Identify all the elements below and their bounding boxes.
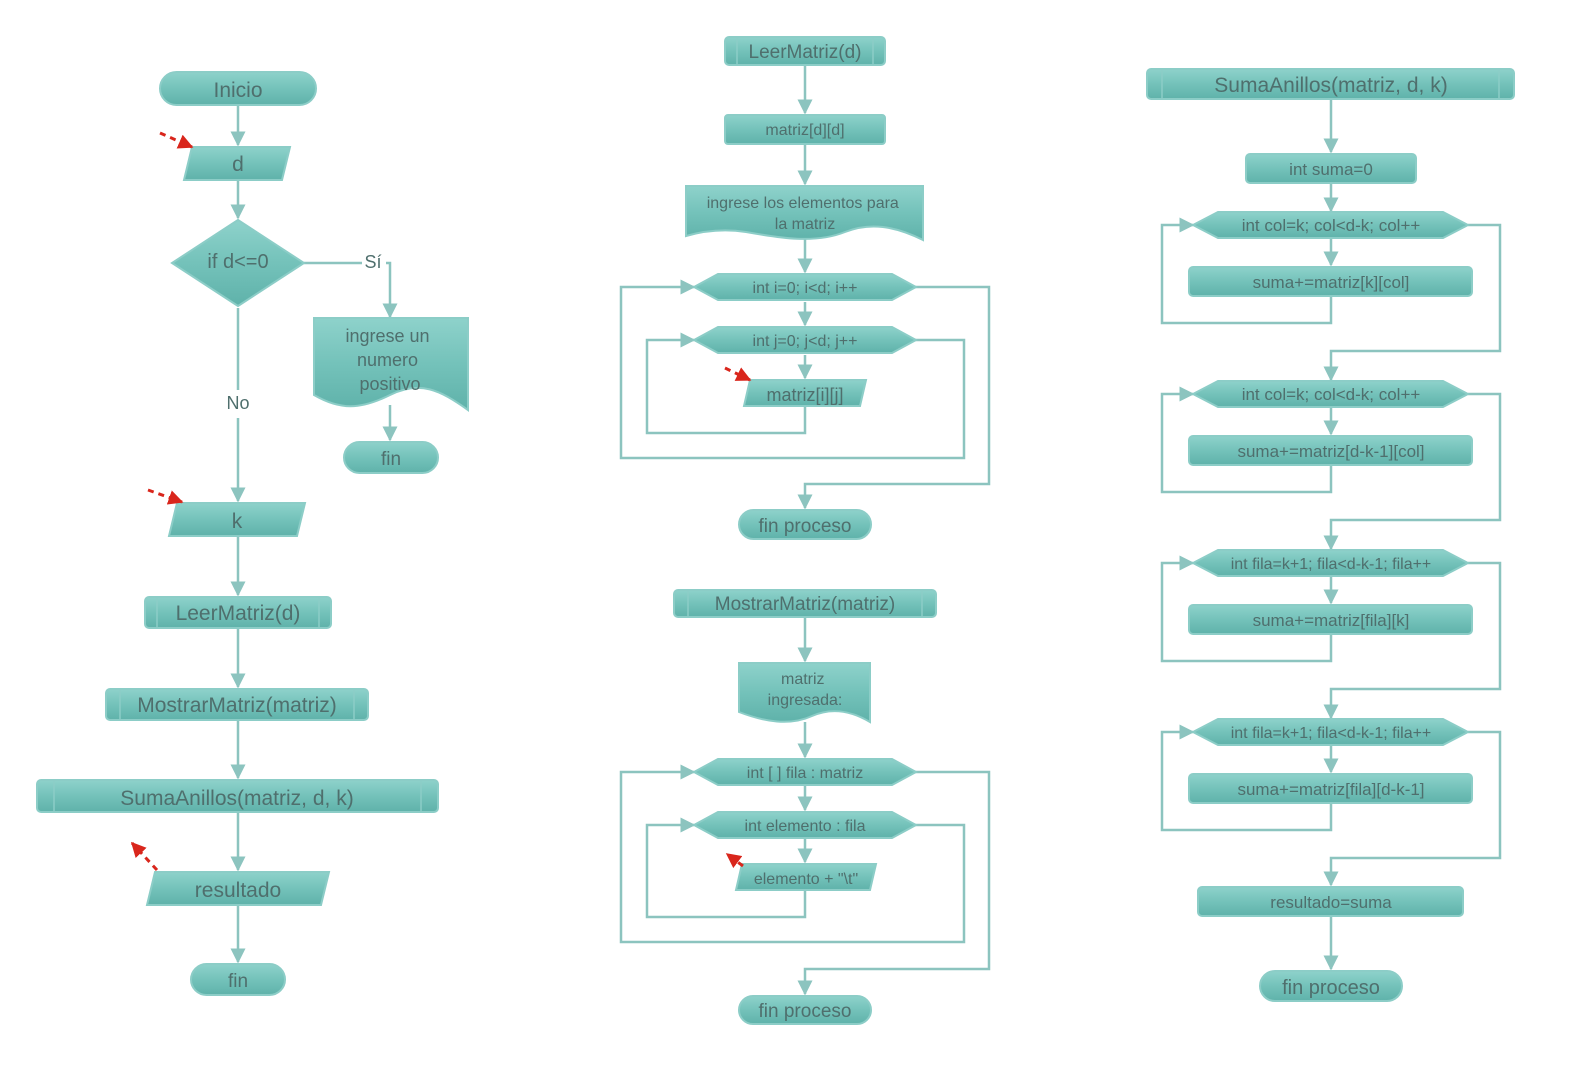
suma-loop-4-label: int fila=k+1; fila<d-k-1; fila++ [1231, 725, 1432, 742]
leer-loop-inner-shape [691, 326, 919, 354]
leer-prompt-shape [685, 185, 924, 242]
input-pointer-arrow [147, 488, 184, 505]
end-terminal [190, 963, 286, 996]
loop-exit-line [1323, 223, 1502, 382]
suma-end-terminal [1259, 970, 1403, 1002]
loop-exit-line [619, 764, 966, 944]
suma-loop-3-shape [1190, 549, 1471, 577]
input-k-label: k [232, 510, 243, 533]
loop-exit-line [797, 285, 991, 510]
mostrar-end-label: fin proceso [759, 1001, 852, 1022]
no-label: No [226, 393, 249, 413]
loop-back-line [1160, 724, 1333, 832]
output-pointer-arrow [725, 852, 744, 869]
loop-back-line [1160, 386, 1333, 494]
call-read-label: LeerMatriz(d) [176, 602, 301, 625]
error-message-shape [313, 317, 469, 412]
loop-exit-line [619, 279, 966, 460]
leer-loop-outer-label: int i=0; i<d; i++ [753, 280, 858, 297]
input-pointer-arrow [159, 131, 194, 149]
call-show-shape [105, 688, 369, 721]
connector [304, 261, 398, 319]
output-result-label: resultado [195, 879, 281, 902]
suma-action-1-shape [1188, 266, 1473, 297]
loop-back-line [645, 332, 807, 435]
mostrar-header-label: MostrarMatriz(matriz) [715, 594, 896, 615]
mostrar-matriz-flow: MostrarMatriz(matriz) matriz ingresada: … [619, 589, 991, 1025]
output-pointer-arrow [130, 841, 159, 872]
suma-loop-1-label: int col=k; col<d-k; col++ [1242, 216, 1421, 235]
mostrar-loop-outer-label: int [ ] fila : matriz [747, 765, 863, 782]
input-pointer-arrow [724, 366, 752, 382]
call-sum-label: SumaAnillos(matriz, d, k) [120, 787, 353, 810]
suma-assign-shape [1197, 886, 1464, 917]
output-result-shape [145, 871, 331, 906]
suma-action-4-shape [1188, 773, 1473, 804]
suma-action-3-label: suma+=matriz[fila][k] [1253, 611, 1410, 630]
end-label: fin [228, 971, 248, 992]
suma-anillos-flow: SumaAnillos(matriz, d, k) int suma=0 int… [1146, 68, 1515, 1002]
mostrar-header-shape [673, 589, 937, 618]
loop-exit-line [1323, 392, 1502, 551]
loop-back-line [1160, 217, 1333, 325]
suma-end-label: fin proceso [1282, 977, 1380, 999]
mostrar-output-label: elemento + "\t" [754, 871, 858, 888]
mostrar-output-shape [734, 863, 878, 891]
leer-end-terminal [738, 509, 872, 540]
leer-header-shape [724, 36, 886, 66]
leer-header-label: LeerMatriz(d) [749, 42, 862, 63]
start-terminal [159, 71, 317, 106]
suma-loop-1-shape [1190, 211, 1471, 239]
error-end-label: fin [381, 449, 401, 470]
input-d-shape [182, 146, 292, 181]
mostrar-loop-outer-shape [691, 758, 919, 786]
error-message-text: ingrese un numero positivo [345, 326, 434, 394]
decision-label: if d<=0 [207, 251, 268, 273]
loop-back-line [1160, 555, 1333, 663]
mostrar-loop-inner-shape [691, 811, 919, 839]
suma-action-3-shape [1188, 604, 1473, 635]
input-d-label: d [232, 153, 244, 176]
mostrar-end-terminal [738, 995, 872, 1025]
suma-loop-2-shape [1190, 380, 1471, 408]
suma-action-2-label: suma+=matriz[d-k-1][col] [1237, 442, 1424, 461]
suma-loop-3-label: int fila=k+1; fila<d-k-1; fila++ [1231, 556, 1432, 573]
leer-end-label: fin proceso [759, 516, 852, 537]
suma-action-1-label: suma+=matriz[k][col] [1253, 273, 1410, 292]
main-flow: Inicio d if d<=0 Sí No ingrese un numero… [36, 71, 469, 996]
leer-loop-outer-shape [691, 273, 919, 301]
call-sum-shape [36, 779, 439, 813]
decision-diamond [170, 218, 306, 308]
loop-exit-line [797, 770, 991, 996]
loop-back-line [645, 817, 807, 919]
call-read-shape [144, 596, 332, 629]
suma-header-label: SumaAnillos(matriz, d, k) [1214, 74, 1447, 97]
suma-init-label: int suma=0 [1289, 160, 1373, 179]
suma-action-2-shape [1188, 435, 1473, 466]
suma-loop-4-shape [1190, 718, 1471, 746]
suma-init-shape [1245, 153, 1417, 184]
leer-input-label: matriz[i][j] [766, 385, 843, 405]
yes-label: Sí [364, 252, 381, 272]
suma-action-4-label: suma+=matriz[fila][d-k-1] [1237, 780, 1424, 799]
mostrar-message-text: matriz ingresada: [768, 671, 843, 709]
loop-exit-line [1323, 730, 1502, 887]
leer-declare-shape [724, 114, 886, 145]
mostrar-message-shape [738, 662, 871, 724]
suma-loop-2-label: int col=k; col<d-k; col++ [1242, 385, 1421, 404]
mostrar-loop-inner-label: int elemento : fila [745, 818, 866, 835]
leer-prompt-text: ingrese los elementos para la matriz [707, 195, 904, 233]
leer-declare-label: matriz[d][d] [765, 122, 844, 139]
leer-input-shape [742, 379, 868, 407]
call-show-label: MostrarMatriz(matriz) [137, 694, 337, 717]
start-label: Inicio [213, 79, 262, 102]
error-end-terminal [343, 441, 439, 474]
leer-matriz-flow: LeerMatriz(d) matriz[d][d] ingrese los e… [619, 36, 991, 540]
suma-assign-label: resultado=suma [1270, 893, 1392, 912]
leer-loop-inner-label: int j=0; j<d; j++ [753, 333, 858, 350]
loop-exit-line [1323, 561, 1502, 720]
suma-header-shape [1146, 68, 1515, 100]
input-k-shape [167, 502, 307, 537]
